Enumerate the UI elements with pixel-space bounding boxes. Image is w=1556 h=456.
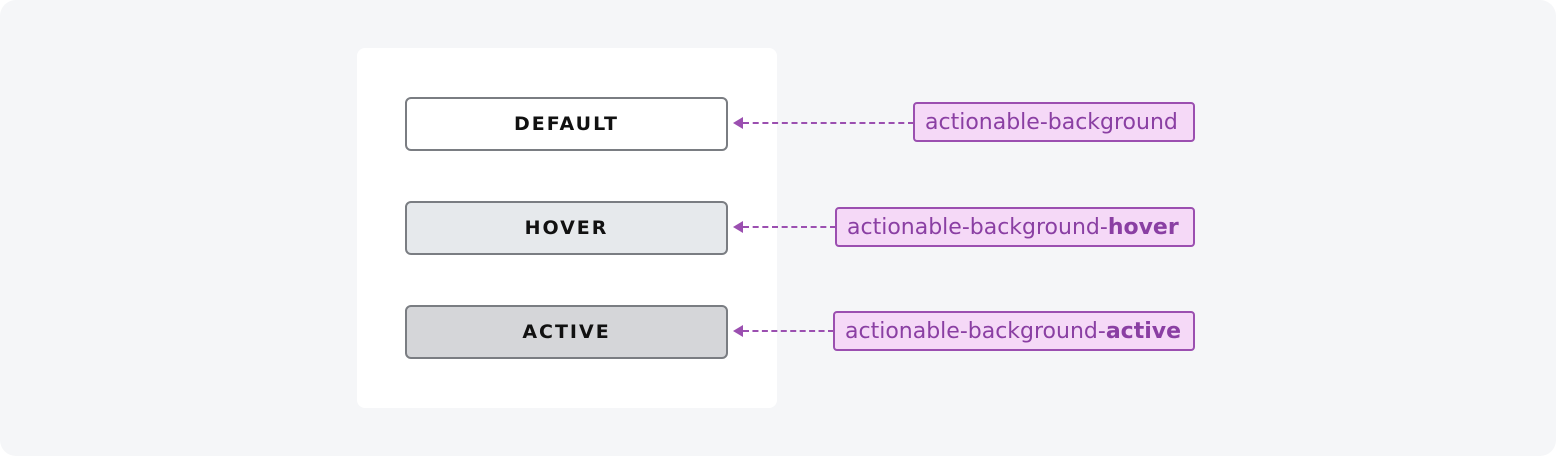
token-base-text: actionable-background-: [847, 214, 1108, 240]
arrow-head-icon: [733, 117, 743, 129]
arrow-head-icon: [733, 325, 743, 337]
arrow-head-icon: [733, 221, 743, 233]
token-label-default: actionable-background: [913, 102, 1195, 142]
token-base-text: actionable-background-: [845, 318, 1106, 344]
dashed-connector-hover: [743, 226, 836, 228]
dashed-connector-default: [743, 122, 914, 124]
token-suffix-text: hover: [1107, 214, 1179, 240]
active-state-button[interactable]: ACTIVE: [405, 305, 728, 359]
token-base-text: actionable-background: [925, 109, 1178, 135]
token-suffix-text: active: [1105, 318, 1182, 344]
dashed-connector-active: [743, 330, 834, 332]
hover-state-button[interactable]: HOVER: [405, 201, 728, 255]
default-state-button[interactable]: DEFAULT: [405, 97, 728, 151]
token-label-hover: actionable-background-hover: [835, 207, 1195, 247]
token-label-active: actionable-background-active: [833, 311, 1195, 351]
